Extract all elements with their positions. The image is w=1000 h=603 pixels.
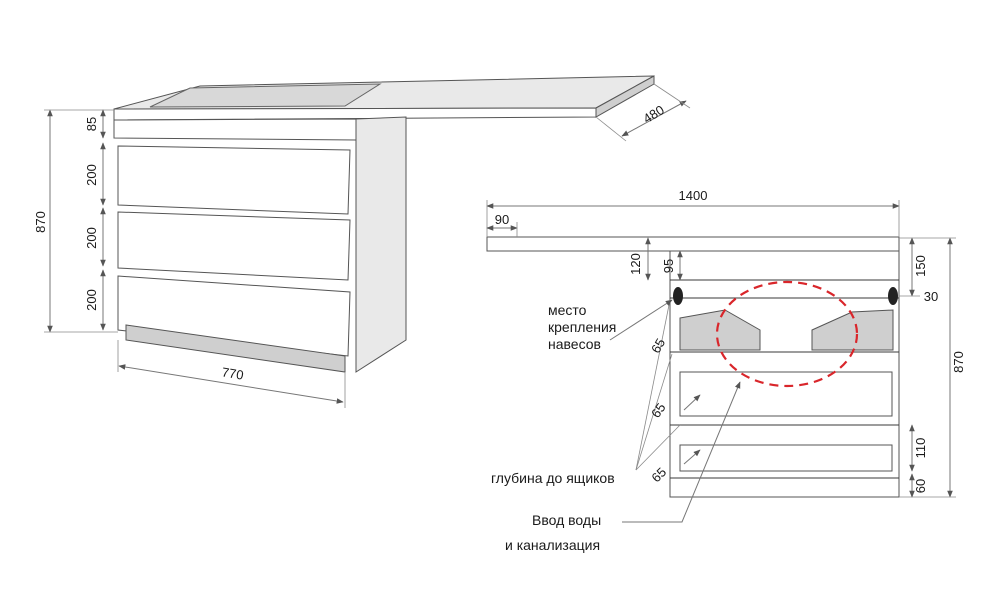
front-drawer-lower — [679, 444, 893, 472]
cabinet-side — [355, 116, 407, 373]
dim-110: 110 — [913, 438, 928, 459]
front-countertop — [486, 236, 900, 252]
dim-drawer3-200: 200 — [84, 289, 99, 311]
drawer-2 — [117, 211, 351, 281]
front-cabinet-body — [669, 250, 900, 498]
highlight-zone — [715, 280, 859, 388]
dim-offset-90: 90 — [495, 212, 509, 227]
dim-30: 30 — [924, 289, 938, 304]
drawer-1 — [117, 145, 351, 215]
dim-65-b: 65 — [648, 400, 669, 420]
dim-drawer1-200: 200 — [84, 164, 99, 186]
cabinet-top-panel — [113, 118, 357, 141]
label-mount-2: крепления — [548, 319, 616, 335]
label-mount-1: место — [548, 302, 587, 318]
dim-drawer2-200: 200 — [84, 227, 99, 249]
dim-depth-480: 480 — [640, 102, 666, 126]
front-drawer-upper — [679, 371, 893, 417]
dim-120: 120 — [628, 253, 643, 275]
countertop-front — [113, 107, 597, 121]
label-mount-3: навесов — [548, 336, 601, 352]
dim-150: 150 — [913, 255, 928, 277]
sink-bowl-right — [811, 309, 894, 351]
label-drawer-depth: глубина до ящиков — [491, 470, 615, 486]
label-inlet-1: Ввод воды — [532, 512, 601, 528]
dim-65-c: 65 — [648, 464, 669, 485]
mount-hole-left — [673, 287, 683, 305]
dim-height-870: 870 — [33, 211, 48, 233]
dim-top-85: 85 — [84, 117, 99, 131]
vanity-front-view: 1400 90 120 95 150 30 — [486, 188, 966, 553]
vanity-3d-view: 870 85 200 200 200 770 480 — [33, 75, 691, 408]
dim-width-1400: 1400 — [679, 188, 708, 203]
dim-60: 60 — [913, 479, 928, 493]
dim-95: 95 — [661, 259, 676, 273]
dim-height-870-right: 870 — [951, 351, 966, 373]
mount-hole-right — [888, 287, 898, 305]
dim-65-a: 65 — [648, 336, 668, 356]
dim-width-770: 770 — [221, 364, 245, 382]
label-inlet-2: и канализация — [505, 537, 600, 553]
sink-basin — [149, 83, 382, 108]
sink-bowl-left — [679, 309, 761, 351]
